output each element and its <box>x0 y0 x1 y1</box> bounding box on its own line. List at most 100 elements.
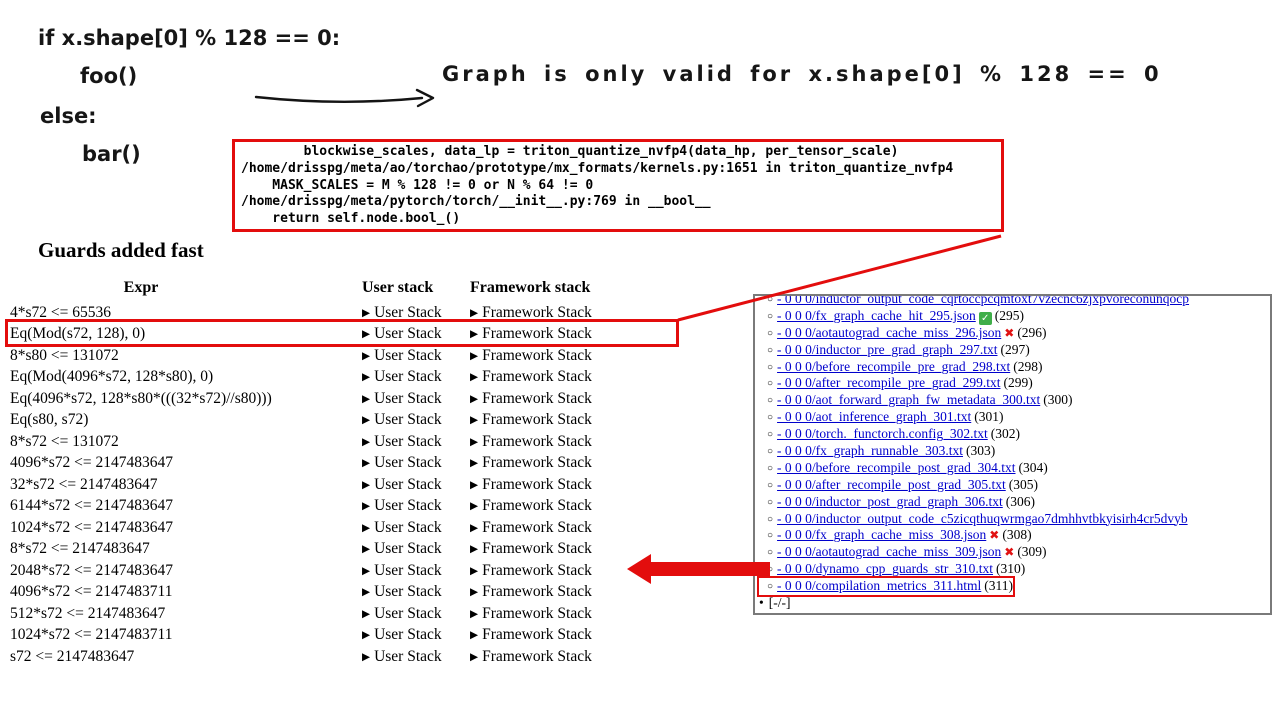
file-link[interactable]: - 0 0 0/inductor_pre_grad_graph_297.txt <box>777 341 998 357</box>
user-stack-toggle[interactable]: ▶User Stack <box>362 454 470 472</box>
file-link[interactable]: - 0 0 0/aotautograd_cache_miss_296.json <box>777 324 1002 340</box>
user-stack-toggle[interactable]: ▶User Stack <box>362 347 470 365</box>
file-link[interactable]: - 0 0 0/inductor_output_code_cqrtoccpcqm… <box>777 294 1190 306</box>
file-link[interactable]: - 0 0 0/inductor_output_code_c5zicqthuqw… <box>777 510 1188 526</box>
guard-row: 2048*s72 <= 2147483647▶User Stack▶Framew… <box>10 560 700 582</box>
stack-label: User Stack <box>374 325 442 343</box>
framework-stack-toggle[interactable]: ▶Framework Stack <box>470 411 700 429</box>
file-link[interactable]: - 0 0 0/fx_graph_cache_miss_308.json <box>777 527 987 543</box>
expand-triangle-icon: ▶ <box>362 565 371 577</box>
file-count: (300) <box>1043 392 1073 408</box>
user-stack-toggle[interactable]: ▶User Stack <box>362 648 470 666</box>
file-count: (305) <box>1008 476 1038 492</box>
expand-triangle-icon: ▶ <box>470 630 479 642</box>
cross-icon: ✖ <box>989 528 1000 543</box>
code-line: foo() <box>80 64 138 88</box>
expand-triangle-icon: ▶ <box>470 608 479 620</box>
framework-stack-toggle[interactable]: ▶Framework Stack <box>470 433 700 451</box>
framework-stack-toggle[interactable]: ▶Framework Stack <box>470 454 700 472</box>
file-link[interactable]: - 0 0 0/before_recompile_pre_grad_298.tx… <box>777 358 1011 374</box>
user-stack-toggle[interactable]: ▶User Stack <box>362 433 470 451</box>
stack-label: Framework Stack <box>482 604 592 622</box>
file-link[interactable]: - 0 0 0/before_recompile_post_grad_304.t… <box>777 459 1016 475</box>
stack-label: Framework Stack <box>482 583 592 601</box>
user-stack-toggle[interactable]: ▶User Stack <box>362 583 470 601</box>
expand-triangle-icon: ▶ <box>362 522 371 534</box>
circle-bullet-icon: ○ <box>767 479 774 491</box>
framework-stack-toggle[interactable]: ▶Framework Stack <box>470 390 700 408</box>
file-list-item: ○- 0 0 0/fx_graph_cache_hit_295.json✓(29… <box>761 308 1270 325</box>
expand-triangle-icon: ▶ <box>470 522 479 534</box>
user-stack-toggle[interactable]: ▶User Stack <box>362 411 470 429</box>
user-stack-toggle[interactable]: ▶User Stack <box>362 325 470 343</box>
file-link[interactable]: - 0 0 0/fx_graph_runnable_303.txt <box>777 443 964 459</box>
guard-expr: 8*s80 <= 131072 <box>10 346 119 364</box>
cross-icon: ✖ <box>1004 325 1015 340</box>
framework-stack-toggle[interactable]: ▶Framework Stack <box>470 540 700 558</box>
file-link[interactable]: - 0 0 0/dynamo_cpp_guards_str_310.txt <box>777 561 994 577</box>
file-link[interactable]: - 0 0 0/inductor_post_grad_graph_306.txt <box>777 493 1003 509</box>
framework-stack-toggle[interactable]: ▶Framework Stack <box>470 304 700 322</box>
framework-stack-toggle[interactable]: ▶Framework Stack <box>470 519 700 537</box>
stack-label: Framework Stack <box>482 303 592 321</box>
circle-bullet-icon: ○ <box>767 294 774 305</box>
framework-stack-toggle[interactable]: ▶Framework Stack <box>470 648 700 666</box>
user-stack-toggle[interactable]: ▶User Stack <box>362 497 470 515</box>
expand-triangle-icon: ▶ <box>362 393 371 405</box>
framework-stack-toggle[interactable]: ▶Framework Stack <box>470 605 700 623</box>
user-stack-toggle[interactable]: ▶User Stack <box>362 390 470 408</box>
stack-label: User Stack <box>374 626 442 644</box>
file-count: (297) <box>1000 341 1030 357</box>
user-stack-toggle[interactable]: ▶User Stack <box>362 605 470 623</box>
file-list-item: ○- 0 0 0/inductor_post_grad_graph_306.tx… <box>761 494 1270 511</box>
user-stack-toggle[interactable]: ▶User Stack <box>362 519 470 537</box>
framework-stack-toggle[interactable]: ▶Framework Stack <box>470 583 700 601</box>
file-link[interactable]: - 0 0 0/aot_forward_graph_fw_metadata_30… <box>777 392 1041 408</box>
user-stack-toggle[interactable]: ▶User Stack <box>362 304 470 322</box>
guard-row: 8*s80 <= 131072 ▶User Stack▶Framework Sta… <box>10 345 700 367</box>
guard-expr: s72 <= 2147483647 <box>10 647 135 665</box>
file-link[interactable]: - 0 0 0/fx_graph_cache_hit_295.json <box>777 307 976 323</box>
framework-stack-toggle[interactable]: ▶Framework Stack <box>470 626 700 644</box>
circle-bullet-icon: ○ <box>767 547 774 559</box>
file-count: (298) <box>1013 358 1043 374</box>
file-list-item: ○- 0 0 0/after_recompile_pre_grad_299.tx… <box>761 375 1270 392</box>
col-framework-stack: Framework stack <box>470 279 591 296</box>
user-stack-toggle[interactable]: ▶User Stack <box>362 540 470 558</box>
framework-stack-toggle[interactable]: ▶Framework Stack <box>470 476 700 494</box>
expand-triangle-icon: ▶ <box>470 587 479 599</box>
file-link[interactable]: - 0 0 0/after_recompile_post_grad_305.tx… <box>777 476 1006 492</box>
expand-triangle-icon: ▶ <box>362 415 371 427</box>
user-stack-toggle[interactable]: ▶User Stack <box>362 476 470 494</box>
file-link[interactable]: - 0 0 0/after_recompile_pre_grad_299.txt <box>777 375 1001 391</box>
file-link[interactable]: - 0 0 0/compilation_metrics_311.html <box>777 578 982 594</box>
file-link[interactable]: - 0 0 0/aot_inference_graph_301.txt <box>777 409 972 425</box>
guard-row: Eq(4096*s72, 128*s80*(((32*s72)//s80)))▶… <box>10 388 700 410</box>
stack-label: Framework Stack <box>482 540 592 558</box>
stack-label: User Stack <box>374 432 442 450</box>
file-link[interactable]: - 0 0 0/aotautograd_cache_miss_309.json <box>777 544 1002 560</box>
guard-row: 4*s72 <= 65536 ▶User Stack▶Framework Stac… <box>10 302 700 324</box>
stack-label: User Stack <box>374 647 442 665</box>
code-line: bar() <box>82 142 141 166</box>
expand-triangle-icon: ▶ <box>362 436 371 448</box>
right-arrow-icon <box>254 88 435 108</box>
user-stack-toggle[interactable]: ▶User Stack <box>362 368 470 386</box>
framework-stack-toggle[interactable]: ▶Framework Stack <box>470 562 700 580</box>
user-stack-toggle[interactable]: ▶User Stack <box>362 562 470 580</box>
guard-row: 8*s72 <= 131072▶User Stack▶Framework Sta… <box>10 431 700 453</box>
stack-label: Framework Stack <box>482 475 592 493</box>
file-list: ○- 0 0 0/inductor_output_code_cqrtoccpcq… <box>755 294 1270 595</box>
guard-expr: 4*s72 <= 65536 <box>10 303 112 321</box>
framework-stack-toggle[interactable]: ▶Framework Stack <box>470 325 700 343</box>
circle-bullet-icon: ○ <box>767 310 774 322</box>
circle-bullet-icon: ○ <box>767 496 774 508</box>
framework-stack-toggle[interactable]: ▶Framework Stack <box>470 368 700 386</box>
framework-stack-toggle[interactable]: ▶Framework Stack <box>470 497 700 515</box>
file-link[interactable]: - 0 0 0/torch._functorch.config_302.txt <box>777 426 988 442</box>
stack-label: User Stack <box>374 303 442 321</box>
file-list-item: ○- 0 0 0/before_recompile_post_grad_304.… <box>761 460 1270 477</box>
framework-stack-toggle[interactable]: ▶Framework Stack <box>470 347 700 365</box>
user-stack-toggle[interactable]: ▶User Stack <box>362 626 470 644</box>
guard-expr: 8*s72 <= 2147483647 <box>10 540 150 558</box>
